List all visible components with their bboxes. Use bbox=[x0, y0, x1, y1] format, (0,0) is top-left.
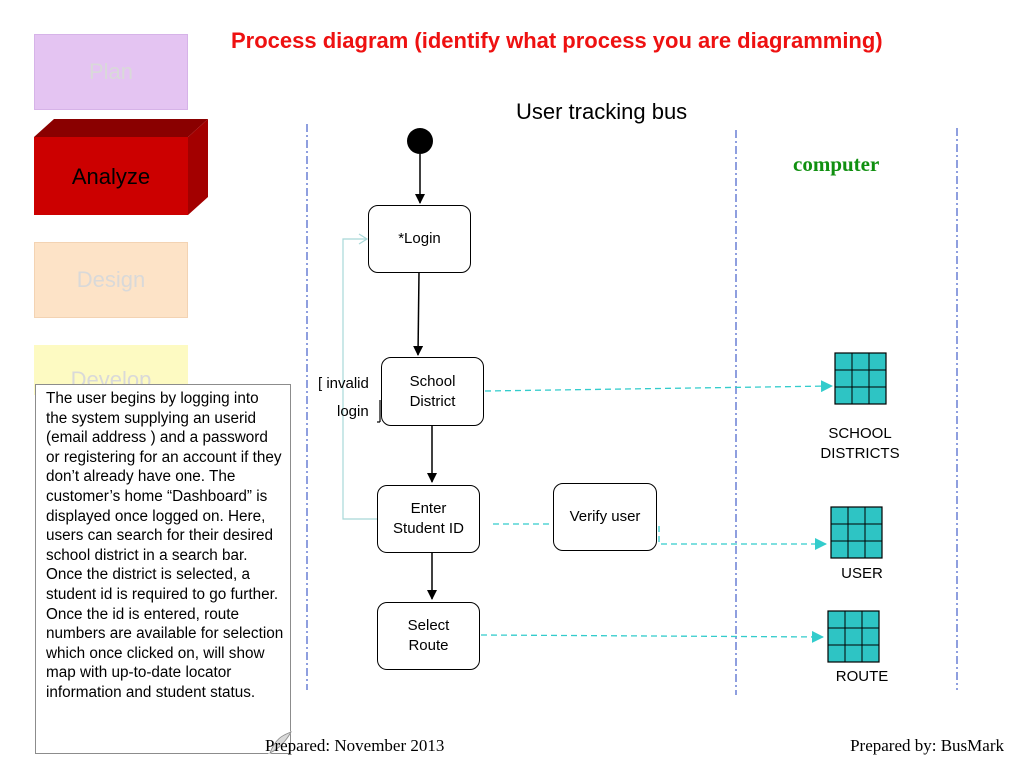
phase-plan-label: Plan bbox=[88, 59, 134, 84]
flow-invalid-login-loop bbox=[342, 238, 377, 520]
guard-login: login bbox=[337, 403, 369, 420]
phase-design[interactable]: Design bbox=[34, 242, 188, 318]
phase-design-label: Design bbox=[76, 267, 146, 292]
flow-login-district bbox=[413, 271, 424, 356]
swimlane-label: computer bbox=[793, 152, 880, 176]
node-verify-user[interactable]: Verify user bbox=[553, 483, 657, 551]
description-text: The user begins by logging into the syst… bbox=[46, 390, 284, 701]
connector-verify-user bbox=[658, 526, 827, 550]
footer-prepared-date: Prepared: November 2013 bbox=[265, 736, 445, 755]
connector-route-routetable bbox=[480, 630, 824, 643]
table-label-user: USER bbox=[841, 565, 883, 582]
node-login[interactable]: *Login bbox=[368, 205, 471, 273]
phase-analyze-label: Analyze bbox=[72, 164, 150, 189]
note-page-curl bbox=[268, 731, 292, 754]
diagram-title: User tracking bus bbox=[516, 99, 688, 124]
start-node bbox=[407, 128, 433, 154]
node-enter-student-id[interactable]: Enter Student ID bbox=[377, 485, 480, 553]
table-label-school-districts: SCHOOL DISTRICTS bbox=[820, 425, 900, 462]
table-icon-user bbox=[830, 506, 883, 559]
description-note: The user begins by logging into the syst… bbox=[35, 384, 291, 754]
phase-analyze-box[interactable]: Analyze bbox=[30, 116, 212, 220]
footer-prepared-by: Prepared by: BusMark bbox=[850, 736, 1004, 755]
node-school-district[interactable]: School District bbox=[381, 357, 484, 426]
guard-invalid: [ invalid bbox=[318, 375, 369, 392]
page-title: Process diagram (identify what process y… bbox=[231, 28, 883, 53]
table-icon-school-districts bbox=[834, 352, 887, 405]
node-select-route[interactable]: Select Route bbox=[377, 602, 480, 670]
phase-plan[interactable]: Plan bbox=[34, 34, 188, 110]
table-label-route: ROUTE bbox=[835, 668, 889, 685]
table-icon-route bbox=[827, 610, 880, 663]
connector-district-schooldistricts bbox=[484, 380, 833, 393]
